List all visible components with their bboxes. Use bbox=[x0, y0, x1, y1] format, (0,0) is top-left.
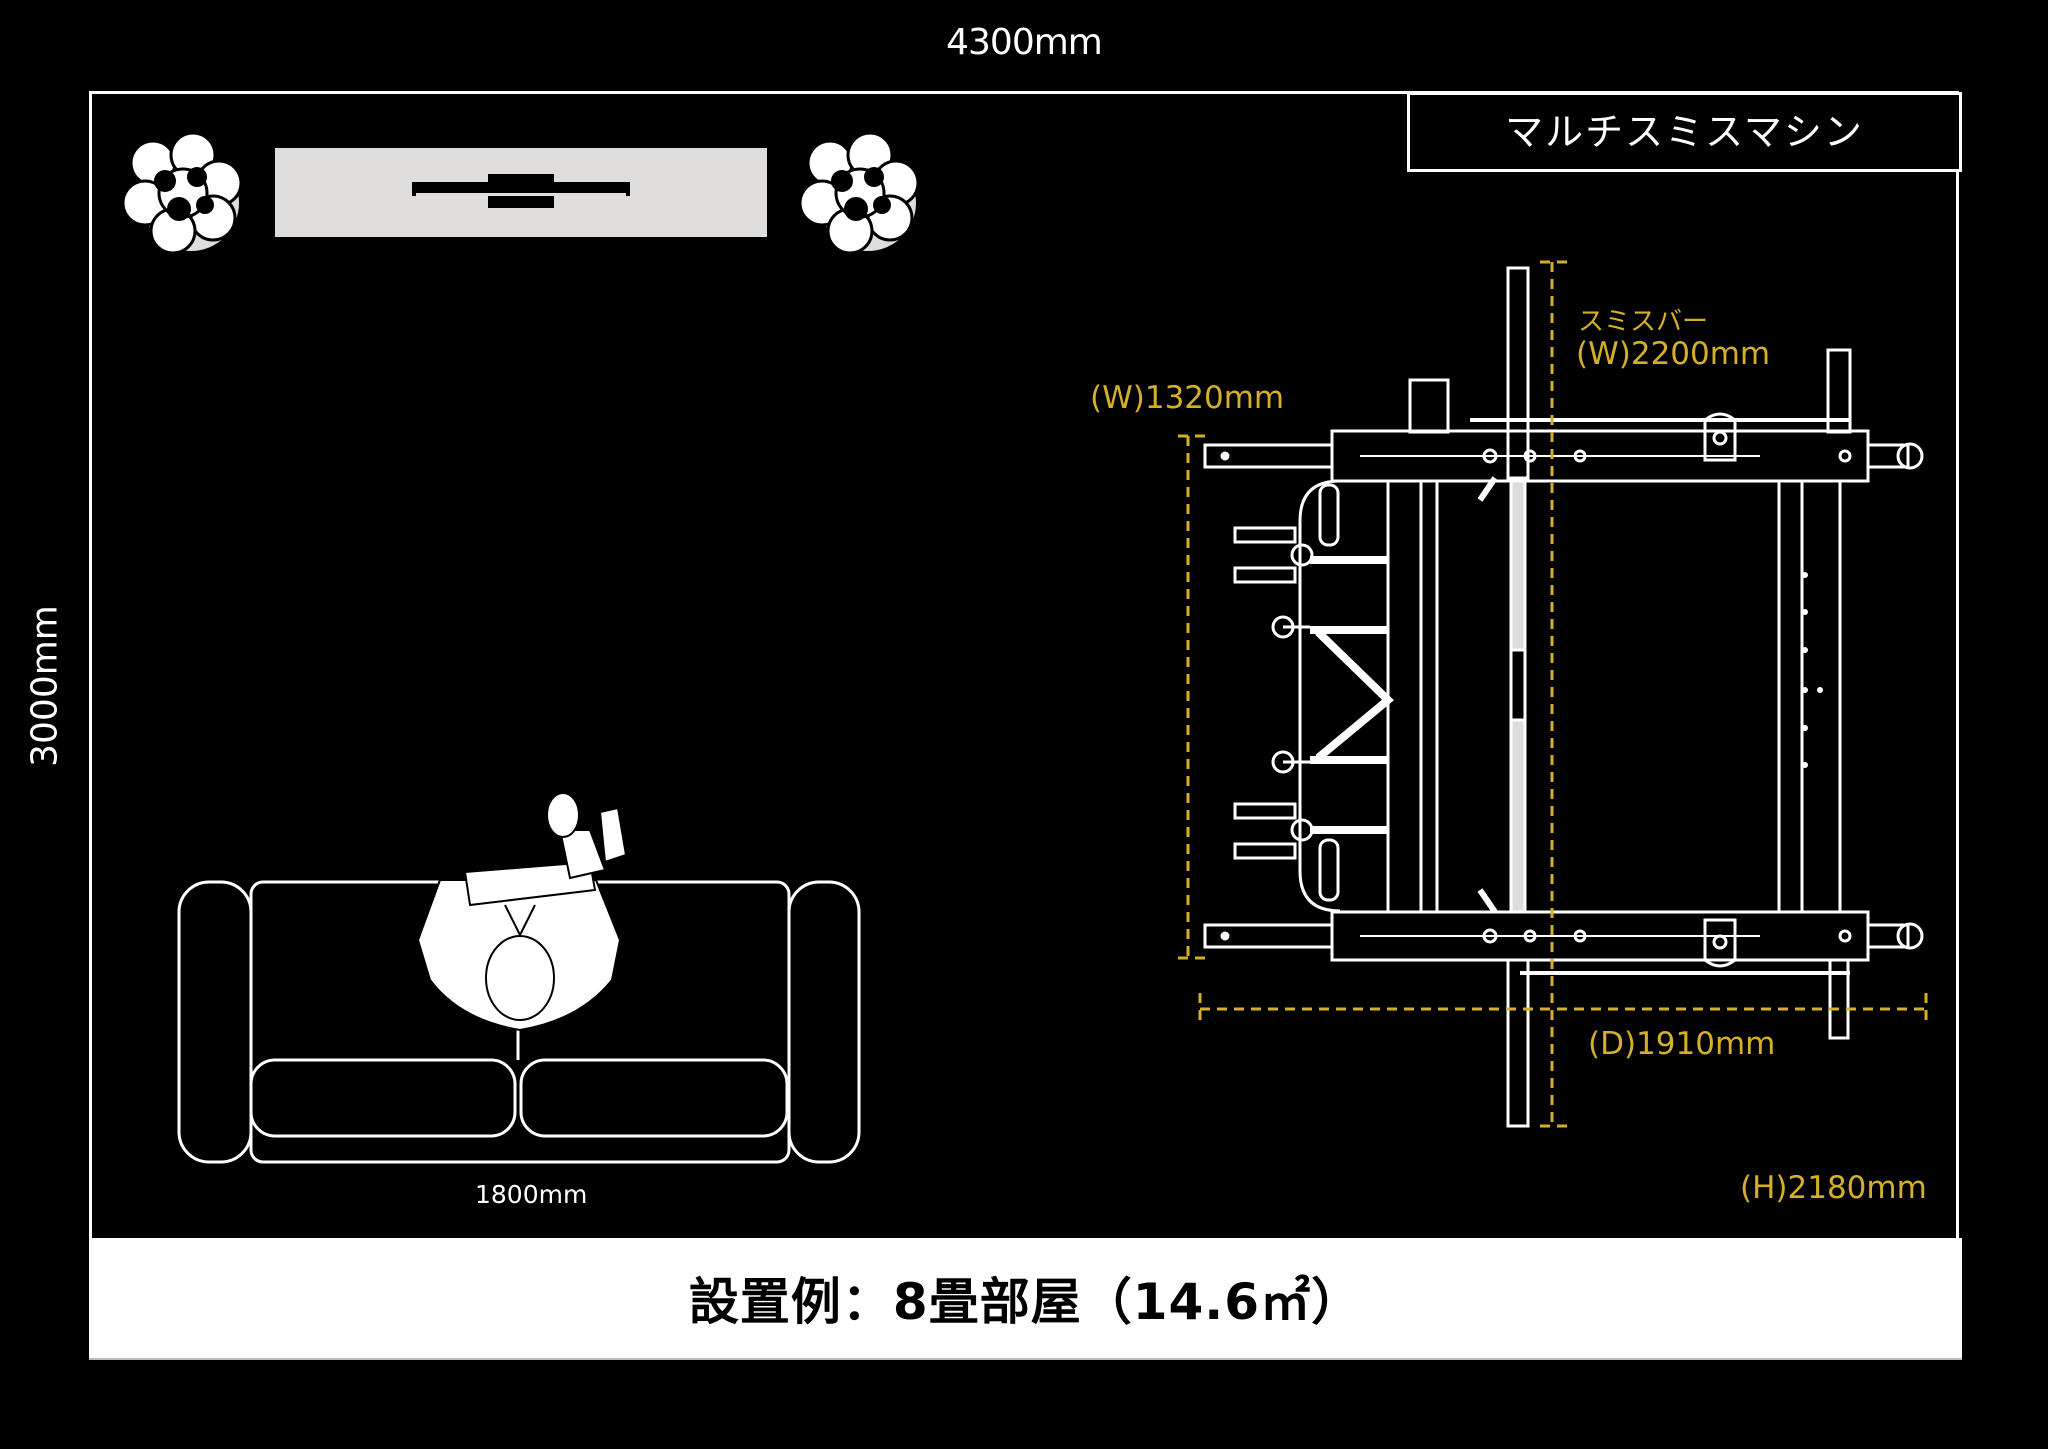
smith-bar-width-label: (W)2200mm bbox=[1576, 336, 1771, 372]
machine-height-label: (H)2180mm bbox=[1740, 1170, 1927, 1206]
caption-bar: 設置例：8畳部屋（14.6㎡） bbox=[89, 1238, 1962, 1360]
room-width-label: 4300mm bbox=[946, 22, 1103, 63]
person-icon bbox=[416, 792, 628, 1032]
dimension-lines bbox=[1178, 260, 1928, 1128]
sofa-width-label: 1800mm bbox=[475, 1180, 588, 1209]
room-outline bbox=[89, 91, 1959, 1238]
machine-depth-label: (D)1910mm bbox=[1588, 1026, 1776, 1062]
tv-stand bbox=[275, 148, 767, 237]
plant-right-icon bbox=[798, 131, 920, 255]
plant-left-icon bbox=[121, 131, 243, 255]
smith-bar-label: スミスバー bbox=[1578, 307, 1709, 337]
smith-machine-drawing bbox=[1203, 266, 1924, 1128]
machine-name-box: マルチスミスマシン bbox=[1407, 92, 1962, 172]
machine-width-label: (W)1320mm bbox=[1090, 380, 1285, 416]
machine-name: マルチスミスマシン bbox=[1505, 110, 1864, 154]
caption-title: 設置例：8畳部屋（14.6㎡） bbox=[688, 1273, 1363, 1331]
